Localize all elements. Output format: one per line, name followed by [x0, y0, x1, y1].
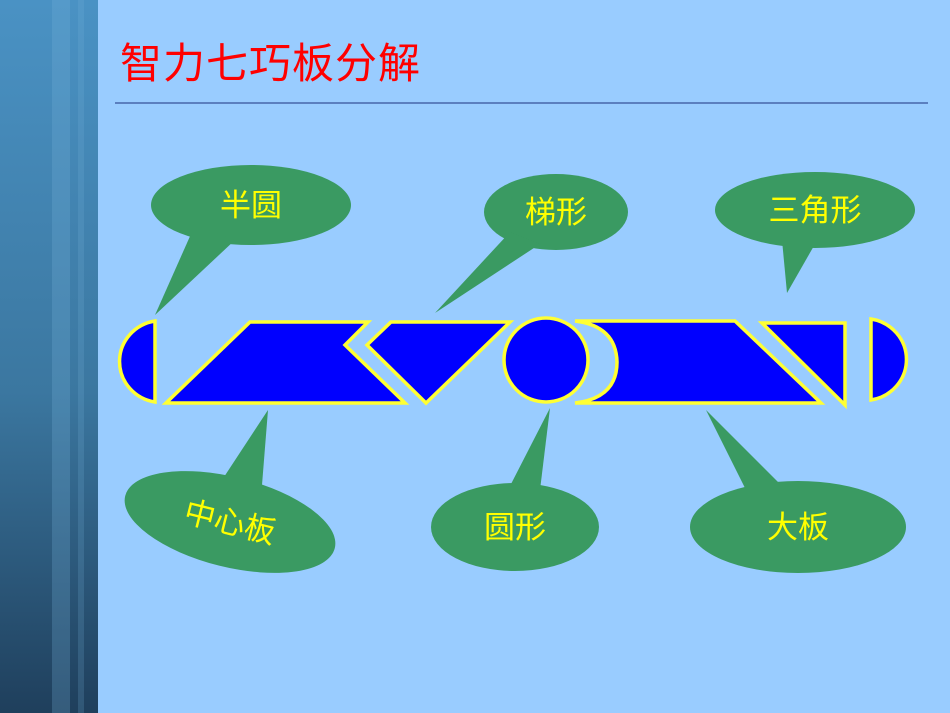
piece-right-half-circle — [869, 316, 909, 403]
title-divider — [115, 102, 928, 104]
callout-circle-label: 圆形 — [484, 510, 546, 546]
piece-circle — [502, 316, 590, 404]
callout-big-plate-label: 大板 — [767, 510, 829, 546]
callout-trapezoid-label: 梯形 — [525, 195, 587, 231]
sidebar-stripe — [78, 0, 84, 713]
sidebar-decoration — [0, 0, 98, 713]
callout-trapezoid: 梯形 — [435, 174, 628, 313]
piece-triangle — [757, 321, 847, 410]
piece-big-plate — [574, 319, 826, 405]
callout-big-plate: 大板 — [690, 410, 906, 573]
callout-triangle: 三角形 — [715, 172, 915, 293]
piece-left-half-circle — [117, 318, 157, 405]
callouts: 半圆 梯形 三角形 中心板 圆形 大板 — [124, 165, 915, 573]
piece-center-plate — [161, 320, 410, 405]
callout-half-circle: 半圆 — [151, 165, 351, 315]
sidebar-stripe — [52, 0, 70, 713]
callout-half-circle-label: 半圆 — [220, 188, 282, 224]
callout-triangle-label: 三角形 — [769, 193, 862, 229]
piece-trapezoid — [364, 320, 515, 406]
callout-circle: 圆形 — [431, 408, 599, 571]
tangram-pieces — [117, 316, 909, 410]
callout-center-plate: 中心板 — [124, 410, 336, 573]
slide-title: 智力七巧板分解 — [120, 39, 422, 88]
